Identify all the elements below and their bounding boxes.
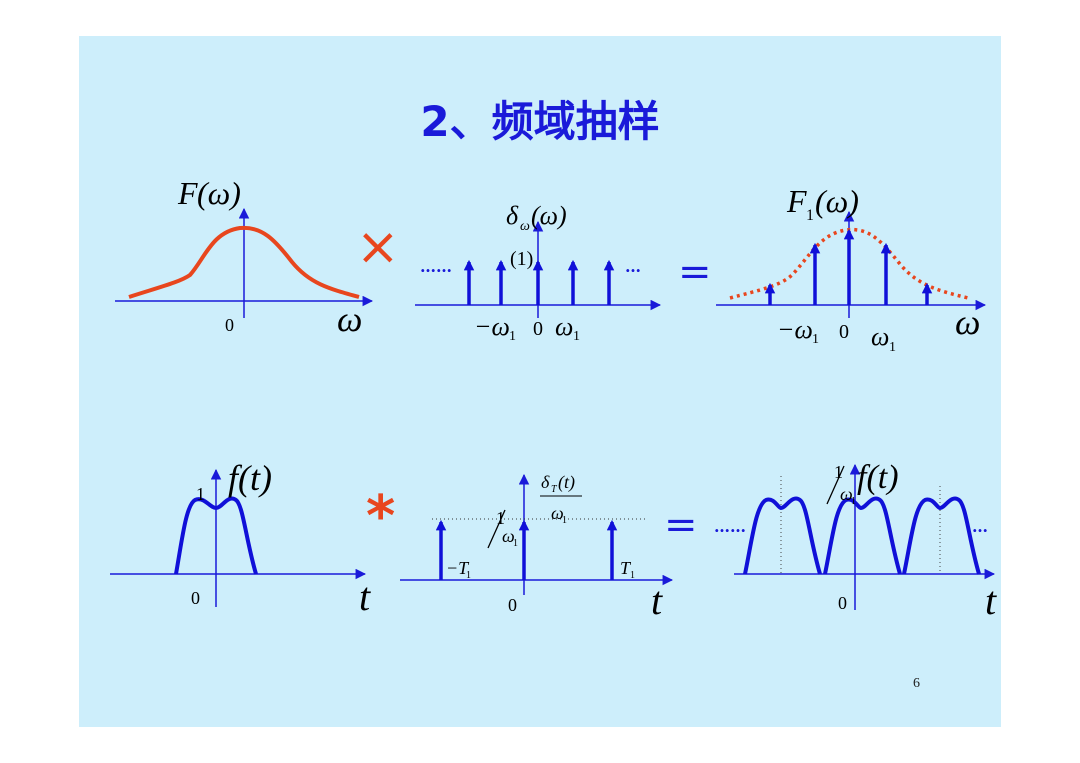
spectrum-zero-label: 0	[225, 315, 234, 335]
time-comb-pos-T-sub: 1	[630, 570, 635, 581]
time-comb-den: ω	[551, 503, 564, 523]
page-number: 6	[913, 676, 920, 691]
periodic-label: f(t)	[857, 459, 899, 496]
time-comb-neg-T: −T	[446, 558, 470, 578]
time-comb-frac-one: 1	[496, 508, 505, 528]
spectrum-axis-label: ω	[337, 299, 362, 339]
periodic-axis-label: t	[985, 578, 997, 623]
sampled-axis-label: ω	[955, 302, 980, 342]
signal-label: f(t)	[228, 458, 272, 498]
time-comb-axis-label: t	[651, 578, 663, 623]
comb-dots-right: …	[625, 257, 641, 276]
signal-one-label: 1	[196, 484, 205, 504]
time-comb-num-delta: δ	[541, 472, 550, 492]
periodic-pulse	[902, 496, 981, 575]
time-comb-num-arg: (t)	[558, 472, 575, 493]
freq-comb-panel: …… … δ ω (ω) (1) −ω 1 0 ω 1	[415, 201, 662, 344]
spectrum-label-arg: (ω)	[197, 175, 241, 211]
periodic-dots-left: ……	[714, 517, 746, 536]
spectrum-panel: F (ω) 0 ω	[115, 175, 374, 339]
time-comb-frac-den: ω	[502, 526, 515, 546]
signal-curve	[174, 496, 258, 575]
periodic-pulse	[823, 496, 902, 575]
time-comb-zero-label: 0	[508, 595, 517, 615]
sampled-label-arg: (ω)	[815, 183, 859, 219]
periodic-zero-label: 0	[838, 593, 847, 613]
sampled-envelope	[729, 227, 969, 300]
periodic-pulse	[743, 496, 822, 575]
convolve-operator: *	[366, 484, 395, 549]
comb-weight-label: (1)	[510, 248, 533, 270]
periodic-frac-one: 1	[834, 462, 843, 482]
comb-neg-omega: −ω	[474, 312, 510, 341]
comb-neg-sub: 1	[509, 329, 516, 344]
signal-axis-label: t	[359, 574, 371, 619]
comb-pos-sub: 1	[573, 329, 580, 344]
multiply-operator: ×	[356, 217, 400, 277]
periodic-panel: …… … 1 ω 1 f(t) 0 t	[714, 459, 997, 623]
signal-panel: f(t) 1 0 t	[110, 458, 371, 619]
time-comb-panel: δ T (t) ω 1 1 ω 1 −T 1 T 1 0 t	[400, 472, 674, 623]
comb-pos-omega: ω	[555, 312, 573, 341]
time-comb-num-sub: T	[551, 484, 558, 495]
periodic-frac-den-sub: 1	[851, 496, 856, 507]
comb-label-delta: δ	[506, 201, 519, 230]
slide-title: 2、频域抽样	[420, 97, 660, 146]
periodic-dots-right: …	[972, 517, 988, 536]
comb-zero-label: 0	[533, 318, 543, 340]
comb-label-sub: ω	[520, 219, 530, 234]
spectrum-label-F: F	[177, 175, 198, 211]
sampled-pos-omega: ω	[871, 322, 889, 351]
time-comb-pos-T: T	[620, 558, 632, 578]
comb-label-arg: (ω)	[531, 201, 567, 230]
slide-background	[79, 36, 1001, 727]
time-comb-den-sub: 1	[562, 515, 567, 526]
periodic-frac-slash	[826, 465, 845, 505]
sampled-label-sub: 1	[806, 207, 814, 224]
sampled-spectrum-panel: F 1 (ω) −ω 1 0 ω 1 ω	[716, 183, 987, 355]
sampled-label-F: F	[786, 183, 807, 219]
spectrum-curve	[128, 225, 360, 299]
sampled-neg-omega: −ω	[777, 315, 813, 344]
equals-operator-top: =	[678, 249, 712, 295]
equals-operator-bottom: =	[664, 502, 698, 548]
time-comb-frac-slash	[487, 509, 506, 549]
time-comb-neg-T-sub: 1	[466, 570, 471, 581]
comb-dots-left: ……	[420, 257, 452, 276]
sampled-neg-sub: 1	[812, 332, 819, 347]
sampled-zero-label: 0	[839, 321, 849, 343]
time-comb-frac-den-sub: 1	[513, 538, 518, 549]
sampled-pos-sub: 1	[889, 340, 896, 355]
signal-zero-label: 0	[191, 588, 200, 608]
periodic-frac-den: ω	[840, 484, 853, 504]
